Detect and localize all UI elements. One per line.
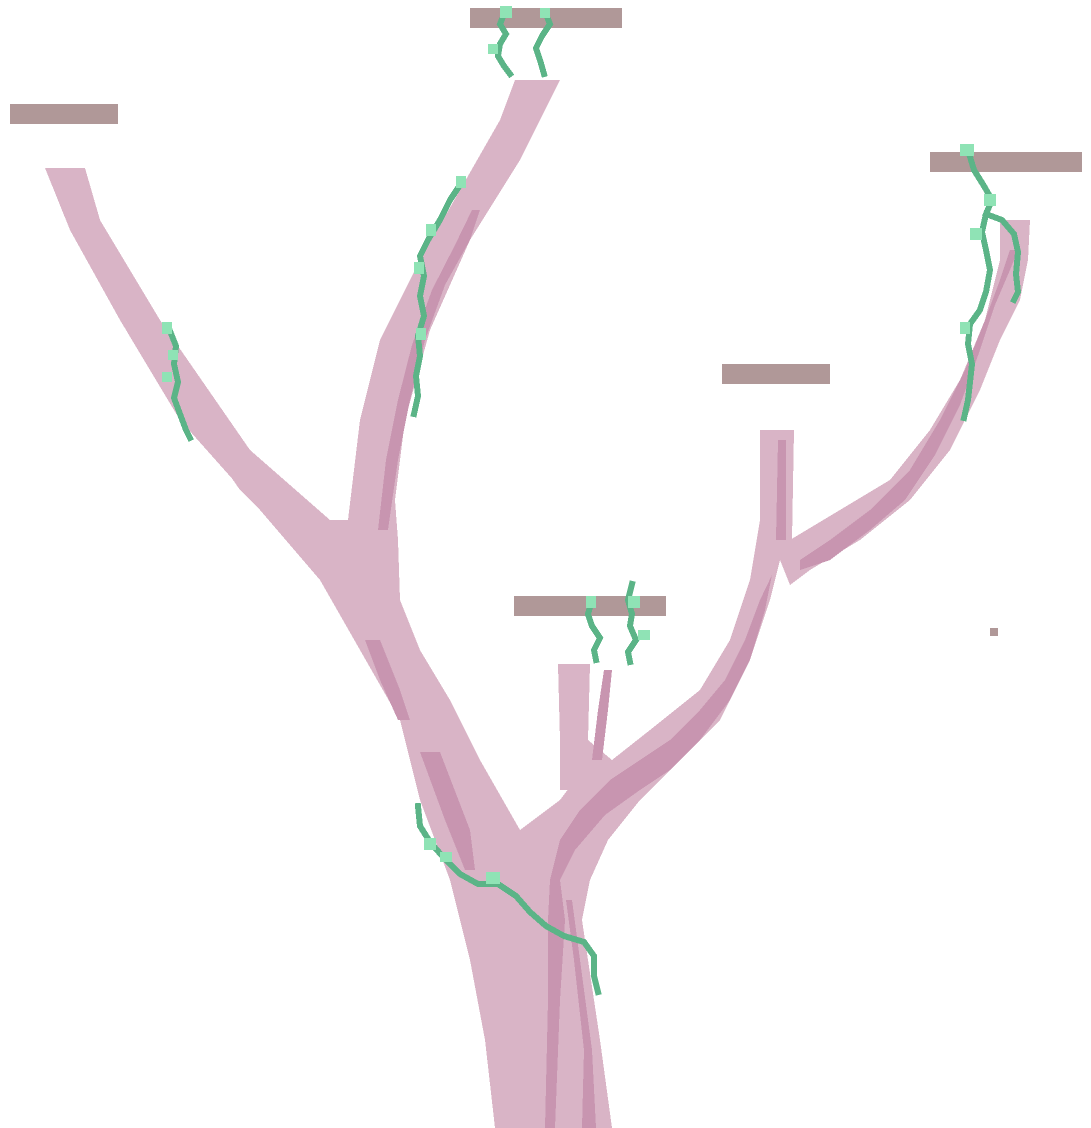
- vine-center-platform-2: [624, 580, 640, 666]
- platform-top-right[interactable]: [930, 152, 1082, 172]
- tree-branch-shadow-2: [776, 440, 786, 540]
- tree-trunk-shadow-3: [420, 752, 475, 870]
- vines: [162, 6, 1022, 996]
- speck-right: [990, 628, 998, 636]
- tree-trunk: [45, 80, 794, 1128]
- vine-left-branch: [164, 322, 195, 443]
- tree-trunk-shadow-2: [566, 900, 596, 1128]
- tree-trunk-shadow-4: [365, 640, 410, 720]
- vine-top-center-1: [494, 8, 515, 79]
- tree-branch-left: [45, 168, 340, 560]
- tree-branch-shadow-1: [378, 210, 480, 530]
- tree-branch-right: [780, 220, 1030, 585]
- platform-mid-right[interactable]: [722, 364, 830, 384]
- vine-center-branch: [410, 177, 467, 418]
- vine-top-right-2: [982, 210, 1022, 305]
- platform-top-left[interactable]: [10, 104, 118, 124]
- vine-center-platform-1: [584, 596, 604, 664]
- vine-highlights: [162, 6, 996, 884]
- tree-branch-shadow-4: [592, 670, 612, 760]
- tree-trunk-shadow-1: [545, 575, 772, 1128]
- vine-top-center-2: [532, 8, 554, 78]
- vine-top-right: [960, 146, 996, 422]
